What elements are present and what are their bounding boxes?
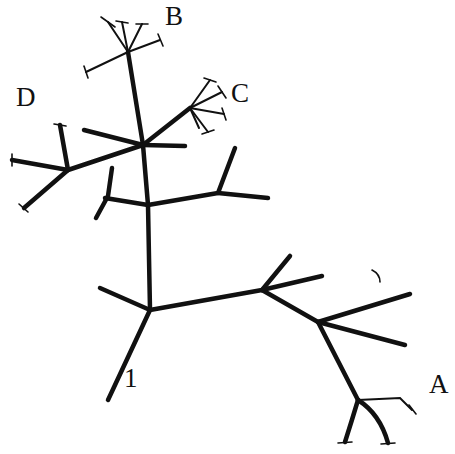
tick <box>218 86 226 98</box>
part-letter: A <box>429 371 449 398</box>
main-trunk <box>108 52 150 400</box>
tick <box>381 443 395 444</box>
tick <box>54 124 66 126</box>
tick <box>202 130 214 134</box>
branch <box>105 198 148 205</box>
tick <box>84 66 88 78</box>
tick <box>372 270 380 282</box>
branch <box>84 130 143 145</box>
branch <box>100 288 150 310</box>
branch <box>262 290 358 400</box>
twig <box>190 108 199 128</box>
branch <box>218 193 268 198</box>
tree-twigs <box>86 22 412 410</box>
tick <box>11 154 13 166</box>
tick <box>338 442 352 443</box>
branch <box>60 125 68 170</box>
tick <box>409 405 416 414</box>
branch <box>12 145 143 170</box>
part-letter: B <box>165 3 183 30</box>
twig <box>190 92 222 108</box>
tick <box>158 34 163 46</box>
tick <box>101 17 115 27</box>
tick <box>136 23 148 25</box>
twig <box>190 108 224 114</box>
twig <box>122 22 128 52</box>
branch <box>150 276 322 310</box>
branch <box>318 322 405 345</box>
branch <box>96 168 112 218</box>
branch <box>148 148 235 205</box>
tick <box>19 204 28 212</box>
twig <box>86 52 128 72</box>
tick <box>116 21 128 23</box>
twig <box>190 108 208 132</box>
part-letter: C <box>231 80 249 107</box>
twig-ends <box>12 17 416 444</box>
tick <box>204 78 216 82</box>
twig <box>358 398 412 410</box>
twig <box>108 22 128 52</box>
branch <box>345 400 358 442</box>
branch <box>358 400 388 443</box>
tick <box>222 108 226 120</box>
branch <box>24 170 68 208</box>
branch <box>262 256 290 290</box>
callout-number: 1 <box>124 365 138 392</box>
twig <box>128 40 160 52</box>
branch <box>143 145 185 146</box>
branch <box>143 108 190 145</box>
branch <box>318 294 410 322</box>
part-letter: D <box>16 84 36 111</box>
tree-branches <box>12 52 410 443</box>
